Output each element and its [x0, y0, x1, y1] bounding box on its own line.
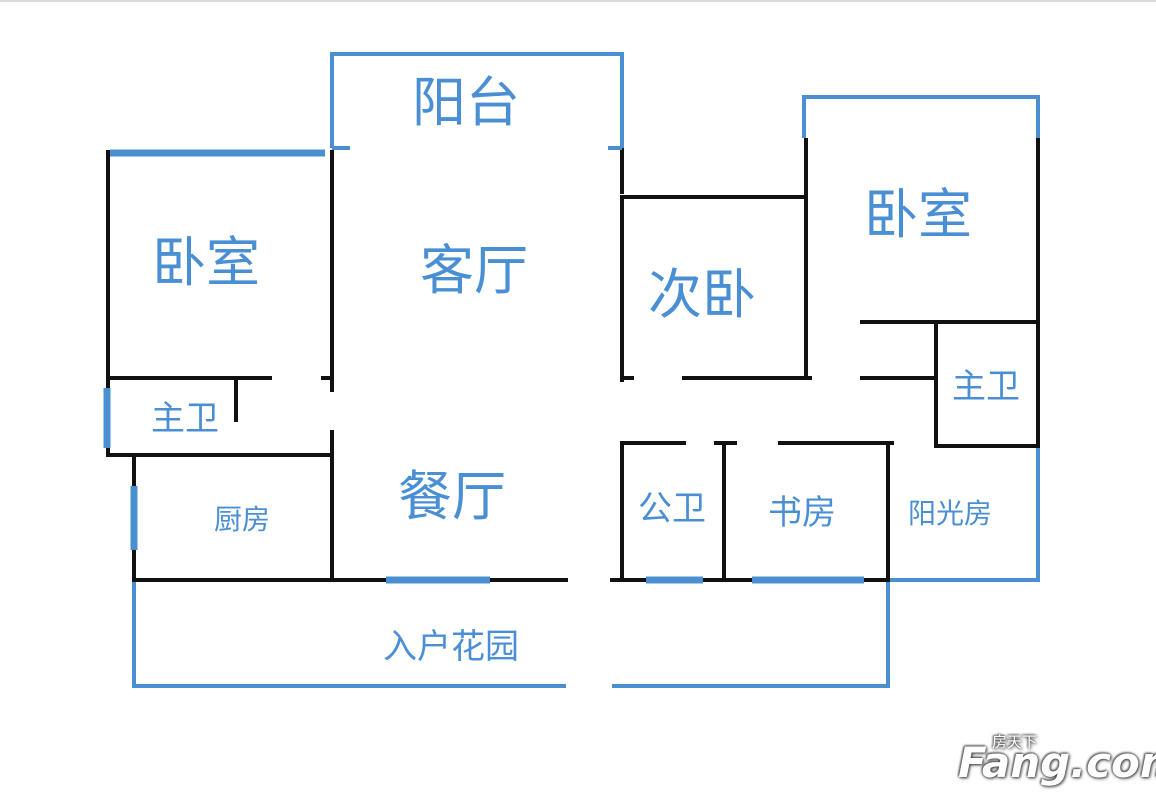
label-master-bath-right: 主卫: [952, 367, 1020, 407]
label-public-bath: 公卫: [638, 489, 706, 529]
label-dining-room: 餐厅: [398, 465, 506, 528]
label-balcony: 阳台: [412, 71, 520, 134]
label-entry-garden: 入户花园: [383, 627, 519, 667]
sunroom-outline: [890, 448, 1040, 582]
entry-garden-outline: [612, 582, 890, 688]
windows-and-outline: [103, 52, 1040, 688]
label-kitchen: 厨房: [214, 503, 271, 536]
label-master-bath-left: 主卫: [151, 399, 219, 439]
watermark-brand-logo: Fang.com: [958, 738, 1156, 787]
label-sunroom: 阳光房: [908, 497, 993, 530]
label-bedroom-right: 卧室: [864, 183, 972, 246]
bedroom-right-outline: [802, 95, 1040, 138]
balcony-outline: [330, 52, 624, 148]
watermark-brand-cn: 房天下: [992, 733, 1038, 751]
label-study: 书房: [768, 493, 836, 533]
label-living-room: 客厅: [420, 239, 528, 302]
label-second-bedroom: 次卧: [648, 263, 756, 326]
label-bedroom-left: 卧室: [152, 231, 260, 294]
entry-garden-outline: [132, 582, 566, 688]
top-border: [0, 0, 1156, 2]
